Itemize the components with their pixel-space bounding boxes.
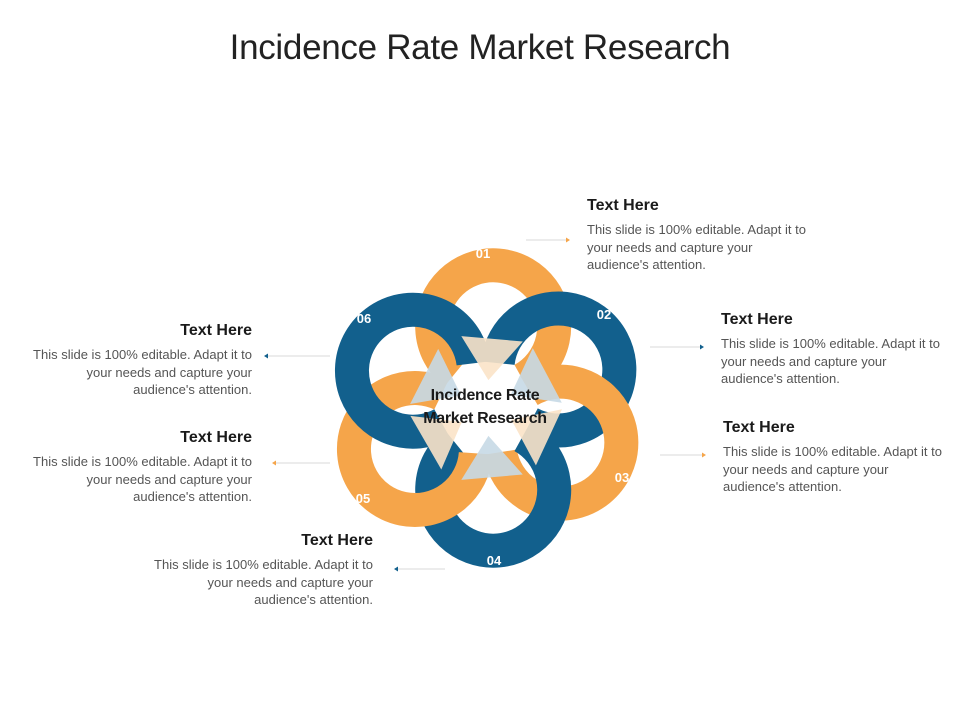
- inner-wedge-06: [410, 348, 462, 404]
- petal-ring-05: [336, 371, 493, 528]
- callout-body: This slide is 100% editable. Adapt it to…: [721, 336, 940, 386]
- connector-arrow-03: [702, 452, 706, 458]
- petal-number-02: 02: [597, 307, 611, 322]
- callout-heading: Text Here: [587, 197, 659, 214]
- callout-body: This slide is 100% editable. Adapt it to…: [33, 454, 252, 504]
- petal-number-03: 03: [615, 470, 629, 485]
- petal-ring-04: [415, 421, 572, 568]
- petal-ring-03: [483, 364, 639, 521]
- inner-wedge-03: [511, 409, 562, 466]
- petal-rings: [335, 248, 639, 568]
- callout-heading: Text Here: [180, 429, 252, 446]
- connector-arrow-04: [394, 566, 398, 572]
- petal-number-06: 06: [357, 311, 371, 326]
- connector-arrow-02: [700, 344, 704, 350]
- callout-body: This slide is 100% editable. Adapt it to…: [154, 557, 373, 607]
- callout-heading: Text Here: [301, 532, 373, 549]
- callout-heading: Text Here: [180, 322, 252, 339]
- callout-body: This slide is 100% editable. Adapt it to…: [587, 222, 806, 272]
- callout-01: Text Here This slide is 100% editable. A…: [587, 197, 817, 274]
- callout-heading: Text Here: [721, 311, 793, 328]
- connector-lines: [264, 237, 706, 572]
- center-label-line2: Market Research: [423, 410, 547, 427]
- callout-03: Text Here This slide is 100% editable. A…: [723, 419, 953, 496]
- petal-ring-02: [480, 291, 637, 448]
- callout-body: This slide is 100% editable. Adapt it to…: [723, 444, 942, 494]
- callout-body: This slide is 100% editable. Adapt it to…: [33, 347, 252, 397]
- connector-arrow-01: [566, 237, 570, 243]
- callout-04: Text Here This slide is 100% editable. A…: [143, 532, 373, 609]
- callout-heading: Text Here: [723, 419, 795, 436]
- petal-number-01: 01: [476, 246, 490, 261]
- callout-06: Text Here This slide is 100% editable. A…: [22, 322, 252, 399]
- inner-wedge-04: [461, 435, 523, 480]
- petal-ring-01: [415, 248, 572, 395]
- center-label-line1: Incidence Rate: [430, 387, 540, 404]
- page-title: Incidence Rate Market Research: [229, 28, 731, 67]
- inner-wedge-02: [510, 348, 562, 403]
- inner-wedge-05: [410, 415, 462, 470]
- connector-arrow-06: [264, 353, 268, 359]
- petal-numbers: 01 02 03 04 05 06: [356, 246, 629, 568]
- inner-wedges: [410, 336, 562, 480]
- petal-ring-06: [335, 292, 491, 449]
- callout-02: Text Here This slide is 100% editable. A…: [721, 311, 951, 388]
- callout-05: Text Here This slide is 100% editable. A…: [22, 429, 252, 506]
- connector-arrow-05: [272, 460, 276, 466]
- petal-number-05: 05: [356, 491, 370, 506]
- center-label: Incidence Rate Market Research: [395, 384, 575, 430]
- petal-number-04: 04: [487, 553, 502, 568]
- inner-wedge-01: [461, 336, 523, 381]
